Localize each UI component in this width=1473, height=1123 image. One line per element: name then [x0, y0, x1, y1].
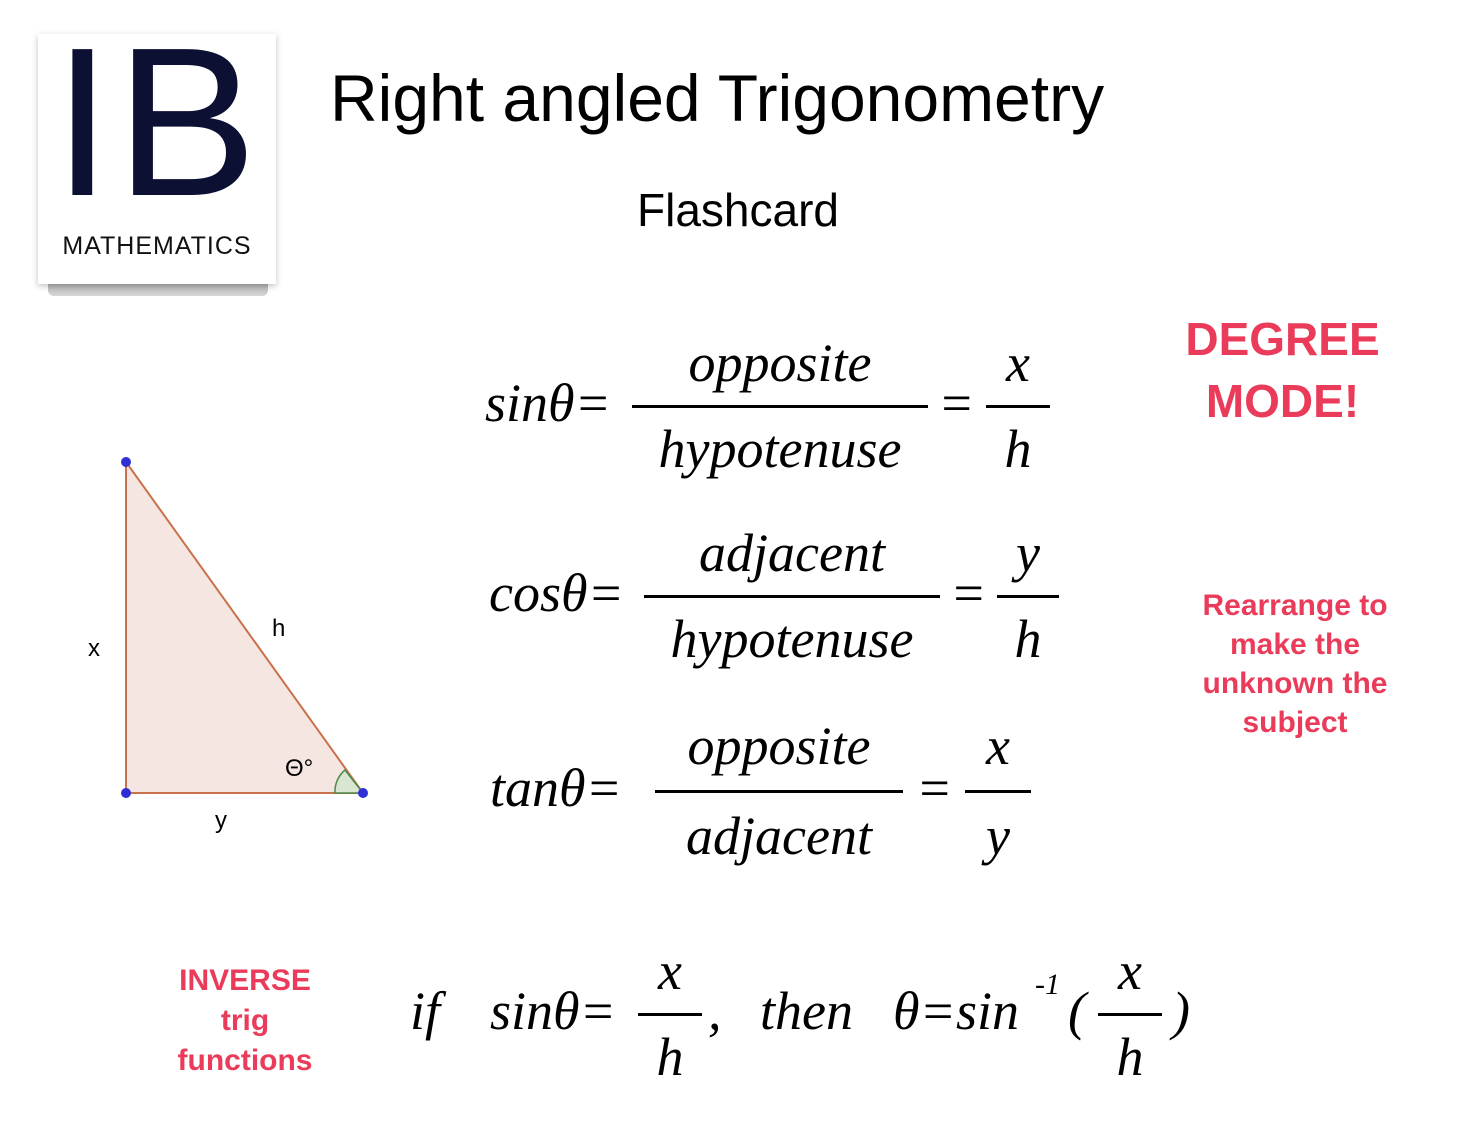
inverse-fraction-bar: [638, 1013, 702, 1016]
inverse-fraction-bar-2: [1098, 1013, 1162, 1016]
cos-numerator: adjacent: [699, 523, 885, 583]
cos-numerator-2: y: [1016, 523, 1040, 583]
inverse-denominator-2: h: [1116, 1027, 1144, 1087]
inverse-line-3: functions: [177, 1044, 313, 1077]
inverse-trig-note: INVERSE trig functions: [145, 961, 345, 1081]
sin-fraction-bar: [632, 405, 928, 408]
rearrange-line-2: make the: [1229, 628, 1361, 661]
inverse-line-2: trig: [220, 1004, 270, 1037]
inverse-comma: ,: [708, 981, 722, 1041]
cos-fraction-bar-2: [997, 595, 1059, 598]
vertex-right-angle: [121, 788, 131, 798]
tan-fraction-bar: [655, 790, 903, 793]
rearrange-line-4: subject: [1242, 706, 1348, 739]
inverse-superscript: -1: [1035, 968, 1060, 1001]
sin-numerator-2: x: [1006, 333, 1030, 393]
degree-mode-note: DEGREE MODE!: [1160, 308, 1405, 432]
logo-shadow: [48, 280, 268, 296]
side-label-h: h: [272, 615, 285, 642]
degree-line-2: MODE!: [1205, 375, 1360, 427]
angle-arc: [334, 768, 365, 794]
sin-denominator-2: h: [1004, 419, 1032, 479]
sin-lhs: sinθ=: [485, 373, 611, 433]
inverse-open-paren: (: [1068, 981, 1086, 1041]
degree-line-1: DEGREE: [1185, 313, 1380, 365]
inverse-then: then: [760, 981, 853, 1041]
sin-equals: =: [938, 373, 975, 433]
cos-fraction-bar: [644, 595, 940, 598]
logo-letters: IB: [52, 3, 262, 240]
vertex-top: [121, 457, 131, 467]
tan-numerator-2: x: [986, 716, 1010, 776]
tan-denominator: adjacent: [686, 806, 872, 866]
tan-numerator: opposite: [687, 716, 871, 776]
tan-denominator-2: y: [986, 806, 1010, 866]
right-triangle-diagram: x h y Θ°: [88, 457, 368, 834]
logo-subtitle: MATHEMATICS: [62, 232, 252, 260]
tan-fraction-bar-2: [965, 790, 1031, 793]
ib-mathematics-logo: IB MATHEMATICS: [38, 16, 276, 284]
rearrange-line-1: Rearrange to: [1202, 589, 1388, 622]
inverse-rhs: θ=sin: [893, 981, 1019, 1041]
inverse-line-1: INVERSE: [179, 964, 311, 997]
inverse-numerator-2: x: [1118, 941, 1142, 1001]
vertex-angle: [358, 788, 368, 798]
inverse-lhs: sinθ=: [490, 981, 616, 1041]
inverse-if: if: [410, 981, 441, 1041]
inverse-close-paren: ): [1172, 981, 1190, 1041]
cos-denominator: hypotenuse: [670, 609, 914, 669]
sin-denominator: hypotenuse: [658, 419, 902, 479]
side-label-x: x: [88, 635, 100, 662]
inverse-numerator: x: [658, 941, 682, 1001]
rearrange-note: Rearrange to make the unknown the subjec…: [1170, 586, 1420, 742]
page-title: Right angled Trigonometry: [330, 61, 1105, 135]
sin-fraction-bar-2: [986, 405, 1050, 408]
triangle-shape: [125, 458, 365, 794]
tan-lhs: tanθ=: [490, 758, 622, 818]
sin-numerator: opposite: [688, 333, 872, 393]
cos-lhs: cosθ=: [489, 563, 624, 623]
side-label-y: y: [215, 807, 227, 834]
inverse-denominator: h: [656, 1027, 684, 1087]
rearrange-line-3: unknown the: [1202, 667, 1388, 700]
tan-equals: =: [916, 758, 953, 818]
page-subtitle: Flashcard: [637, 184, 839, 236]
angle-label: Θ°: [285, 755, 313, 782]
cos-denominator-2: h: [1014, 609, 1042, 669]
cos-equals: =: [950, 563, 987, 623]
